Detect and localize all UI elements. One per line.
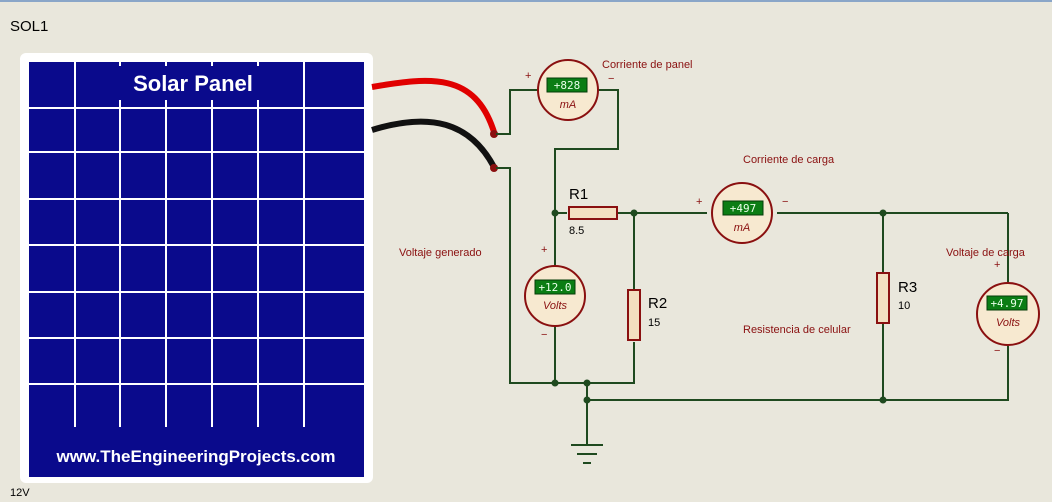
positive-cable bbox=[371, 77, 497, 133]
ammeter-panel-current[interactable]: +828 mA + − Corriente de panel bbox=[525, 59, 693, 121]
panel-grid bbox=[29, 62, 364, 427]
r1-name: R1 bbox=[569, 186, 588, 203]
load-voltage-plus: + bbox=[994, 259, 1000, 271]
load-voltage-reading: +4.97 bbox=[990, 297, 1023, 310]
panel-title: Solar Panel bbox=[133, 71, 253, 96]
load-current-label: Corriente de carga bbox=[743, 154, 835, 166]
panel-current-unit: mA bbox=[560, 99, 577, 111]
voltmeter-generated[interactable]: +12.0 Volts + − Voltaje generado bbox=[399, 244, 586, 341]
cell-resistance-label: Resistencia de celular bbox=[743, 324, 851, 336]
generated-voltage-reading: +12.0 bbox=[538, 281, 571, 294]
load-voltage-label: Voltaje de carga bbox=[946, 247, 1026, 259]
panel-current-reading: +828 bbox=[554, 79, 581, 92]
generated-voltage-plus: + bbox=[541, 244, 547, 256]
positive-terminal[interactable] bbox=[490, 130, 498, 138]
negative-cable bbox=[371, 118, 497, 169]
generated-voltage-unit: Volts bbox=[543, 300, 568, 312]
panel-current-plus: + bbox=[525, 70, 531, 82]
resistor-r1[interactable]: R1 8.5 bbox=[568, 186, 618, 237]
resistor-r3[interactable]: R3 10 bbox=[876, 272, 917, 324]
r1-value: 8.5 bbox=[569, 225, 584, 237]
negative-terminal[interactable] bbox=[490, 164, 498, 172]
circuit-wires bbox=[496, 89, 1009, 445]
ammeter-load-current[interactable]: +497 mA + − Corriente de carga bbox=[696, 154, 835, 244]
r2-value: 15 bbox=[648, 317, 660, 329]
panel-footer bbox=[29, 427, 364, 477]
generated-voltage-minus: − bbox=[541, 329, 547, 341]
voltmeter-load[interactable]: +4.97 Volts + − Voltaje de carga bbox=[946, 247, 1040, 357]
r3-value: 10 bbox=[898, 300, 910, 312]
generated-voltage-label: Voltaje generado bbox=[399, 247, 482, 259]
r3-name: R3 bbox=[898, 279, 917, 296]
panel-current-minus: − bbox=[608, 73, 614, 85]
panel-current-label: Corriente de panel bbox=[602, 59, 693, 71]
r2-name: R2 bbox=[648, 295, 667, 312]
junction-dots bbox=[551, 209, 887, 404]
load-voltage-unit: Volts bbox=[996, 317, 1021, 329]
load-current-minus: − bbox=[782, 196, 788, 208]
panel-website: www.TheEngineeringProjects.com bbox=[56, 447, 336, 466]
resistor-r2[interactable]: R2 15 bbox=[627, 289, 667, 341]
solar-panel[interactable]: Solar Panel www.TheEngineeringProjects.c… bbox=[20, 53, 373, 483]
load-current-reading: +497 bbox=[730, 202, 757, 215]
load-voltage-minus: − bbox=[994, 345, 1000, 357]
load-current-unit: mA bbox=[734, 222, 751, 234]
component-name: SOL1 bbox=[10, 18, 48, 35]
component-voltage: 12V bbox=[10, 487, 30, 499]
load-current-plus: + bbox=[696, 196, 702, 208]
ground-icon bbox=[571, 444, 603, 464]
